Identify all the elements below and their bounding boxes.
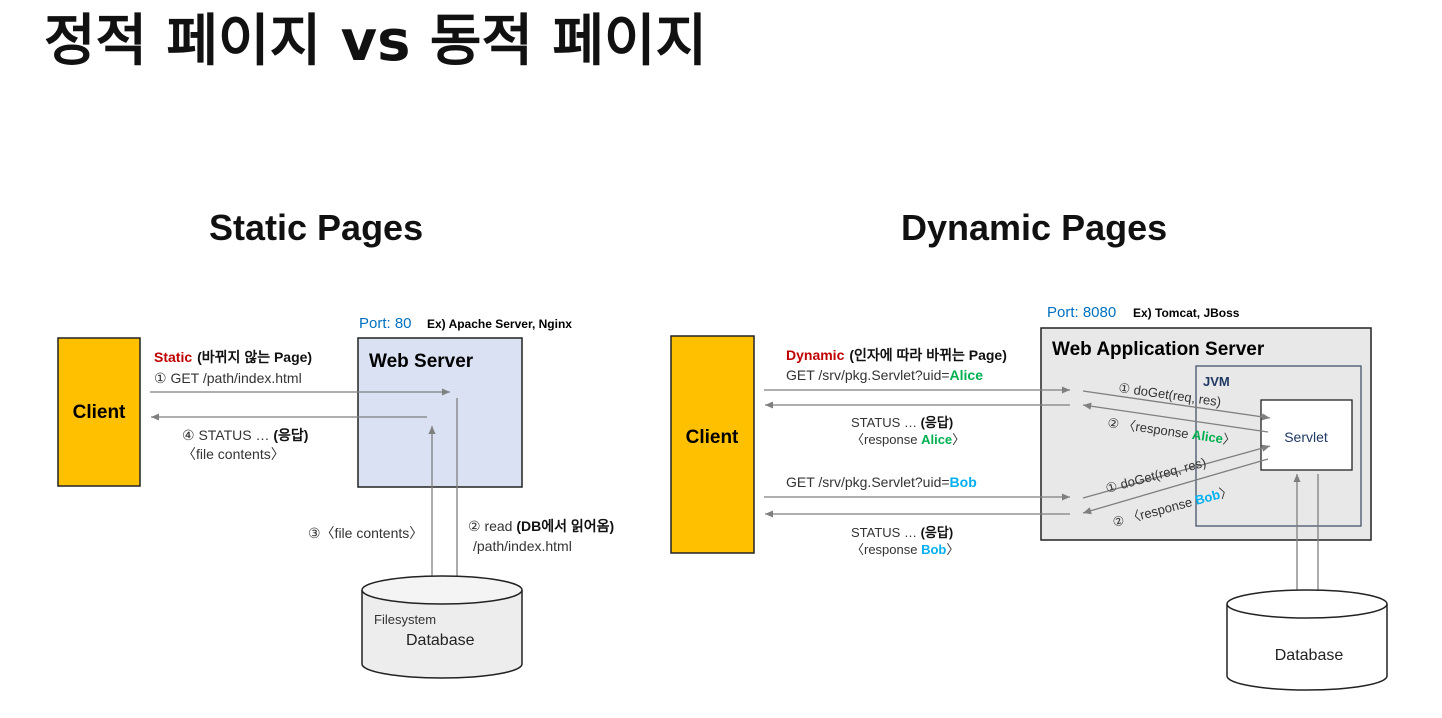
dynamic-db-label: Database [1275, 647, 1344, 664]
dynamic-port: Port: 8080 [1047, 304, 1116, 321]
servlet-box [1260, 399, 1353, 471]
servlet-response2-arrow [1082, 458, 1269, 515]
dynamic-request-kind: Dynamic(인자에 따라 바뀌는 Page) [786, 347, 1007, 363]
was-label: Web Application Server [1052, 339, 1265, 360]
servlet-label: Servlet [1284, 429, 1328, 445]
dynamic-server-example: Ex) Tomcat, JBoss [1133, 306, 1240, 320]
web-server-label: Web Server [369, 351, 474, 372]
web-server-box [357, 337, 523, 488]
dynamic-response1-status: STATUS … (응답) [851, 415, 953, 430]
static-request-line: ① GET /path/index.html [154, 370, 302, 386]
dynamic-response2-body: 〈response Bob〉 [851, 542, 959, 557]
dynamic-response1-body: 〈response Alice〉 [851, 432, 965, 447]
static-response-status: ④ STATUS … (응답) [182, 427, 308, 443]
dynamic-request2: GET /srv/pkg.Servlet?uid=Bob [786, 474, 977, 490]
page-title: 정적 페이지 vs 동적 페이지 [44, 9, 707, 74]
dynamic-database [1226, 589, 1388, 691]
dynamic-client-label: Client [686, 427, 739, 448]
static-file-step: ③〈file contents〉 [308, 525, 423, 541]
static-response-body: 〈file contents〉 [182, 446, 285, 462]
static-client-label: Client [73, 402, 126, 423]
static-db-label: Database [406, 632, 475, 649]
static-database [361, 575, 523, 679]
servlet-response1-arrow [1082, 402, 1269, 433]
static-read-step: ② read (DB에서 읽어옴) [468, 518, 614, 534]
static-db-small-label: Filesystem [374, 612, 436, 627]
static-client-box [57, 337, 141, 487]
dynamic-request1: GET /srv/pkg.Servlet?uid=Alice [786, 367, 983, 383]
dynamic-client-box [670, 335, 755, 554]
static-server-example: Ex) Apache Server, Nginx [427, 317, 572, 331]
dynamic-heading: Dynamic Pages [901, 207, 1167, 248]
doget2-arrow [1082, 444, 1271, 499]
jvm-label: JVM [1203, 374, 1230, 389]
doget1-arrow [1082, 390, 1271, 421]
jvm-box [1195, 365, 1362, 527]
static-read-path: /path/index.html [473, 538, 572, 554]
dynamic-response2-status: STATUS … (응답) [851, 525, 953, 540]
static-request-kind: Static(바뀌지 않는 Page) [154, 349, 312, 365]
static-port: Port: 80 [359, 315, 412, 332]
static-heading: Static Pages [209, 207, 423, 248]
